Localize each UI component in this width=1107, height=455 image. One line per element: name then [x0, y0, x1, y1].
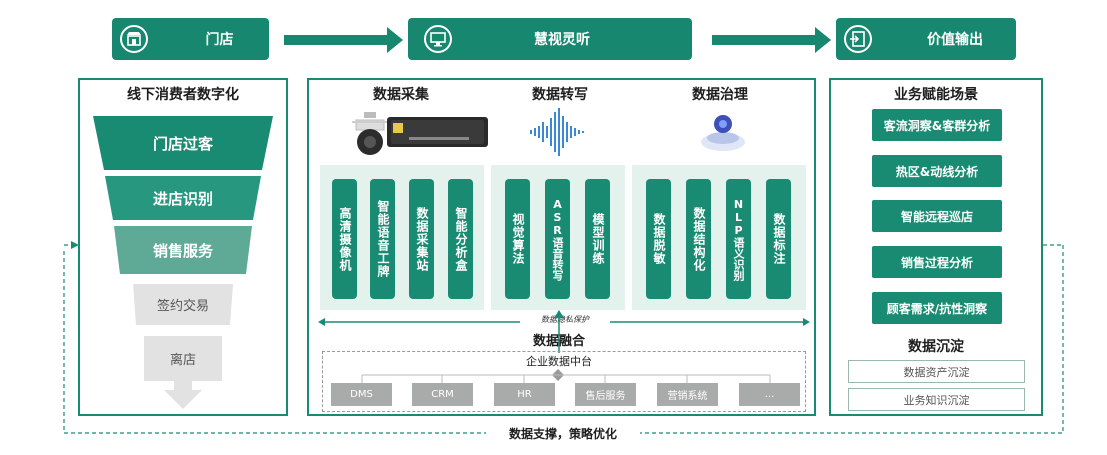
arrow-1-head [387, 27, 403, 53]
arrow-2-head [815, 27, 831, 53]
collect-item-analysis-box: 智能分析盒 [448, 179, 473, 299]
pill-text: NLP语义识别 [732, 197, 745, 281]
govern-item-nlp: NLP语义识别 [726, 179, 751, 299]
pill-text: 数据标注 [772, 213, 786, 265]
scenario-heatmap: 热区&动线分析 [872, 155, 1002, 187]
monitor-icon [424, 25, 452, 53]
transcribe-item-vision: 视觉算法 [505, 179, 530, 299]
collect-item-camera: 高清摄像机 [332, 179, 357, 299]
scenario-remote-patrol: 智能远程巡店 [872, 200, 1002, 232]
pill-text: 高清摄像机 [338, 206, 352, 272]
transcribe-item-asr: ASR语音转写 [545, 179, 570, 299]
collection-station-image [387, 117, 488, 147]
pill-text: 模型训练 [591, 213, 605, 265]
pill-text: 数据采集站 [415, 206, 429, 272]
pill-text: 数据脱敏 [652, 213, 666, 265]
pill-text: 视觉算法 [511, 213, 525, 265]
scenario-sales-process: 销售过程分析 [872, 246, 1002, 278]
system-dms: DMS [331, 383, 392, 406]
system-more: ... [739, 383, 800, 406]
funnel-stage-3: 销售服务 [152, 241, 213, 260]
sediment-title: 数据沉淀 [908, 339, 964, 355]
platform-header: 慧视灵听 [408, 18, 692, 60]
funnel-stage-1: 门店过客 [152, 134, 213, 153]
feedback-label: 数据支撑，策略优化 [486, 425, 640, 442]
pill-text: 智能语音工牌 [376, 200, 390, 278]
left-panel-title: 线下消费者数字化 [127, 87, 239, 103]
system-marketing: 营销系统 [657, 383, 718, 406]
funnel-down-arrow [164, 381, 202, 409]
govern-item-structure: 数据结构化 [686, 179, 711, 299]
data-governance-image [701, 115, 745, 151]
system-hr: HR [494, 383, 555, 406]
pill-text: ASR语音转写 [551, 197, 564, 281]
scenario-customer-flow: 客流洞察&客群分析 [872, 109, 1002, 141]
value-header: 价值输出 [836, 18, 1016, 60]
collect-item-badge: 智能语音工牌 [370, 179, 395, 299]
sediment-data-assets: 数据资产沉淀 [848, 360, 1025, 383]
scenario-customer-needs: 顾客需求/抗性洞察 [872, 292, 1002, 324]
store-icon [120, 25, 148, 53]
data-center-label: 企业数据中台 [500, 353, 618, 369]
funnel-stage-1-shape [93, 116, 273, 170]
arrow-2 [712, 35, 815, 45]
funnel-stage-2: 进店识别 [152, 189, 213, 208]
transcribe-title: 数据转写 [532, 87, 588, 103]
govern-item-desensitize: 数据脱敏 [646, 179, 671, 299]
audio-wave-image [530, 108, 584, 156]
output-icon [844, 25, 872, 53]
sediment-business-knowledge: 业务知识沉淀 [848, 388, 1025, 411]
system-crm: CRM [412, 383, 473, 406]
arrow-1 [284, 35, 387, 45]
store-header: 门店 [112, 18, 269, 60]
pill-text: 智能分析盒 [454, 206, 468, 272]
camera-image [352, 112, 388, 155]
collect-title: 数据采集 [373, 87, 429, 103]
collect-item-station: 数据采集站 [409, 179, 434, 299]
funnel-stage-5: 离店 [169, 353, 196, 368]
privacy-label: 数据隐私保护 [520, 314, 610, 325]
store-header-label: 门店 [205, 32, 234, 48]
right-panel-title: 业务赋能场景 [894, 87, 978, 103]
system-after-sales: 售后服务 [575, 383, 636, 406]
platform-header-label: 慧视灵听 [534, 32, 590, 48]
govern-item-label: 数据标注 [766, 179, 791, 299]
funnel-stage-2-shape [105, 176, 261, 220]
transcribe-item-model: 模型训练 [585, 179, 610, 299]
govern-title: 数据治理 [692, 87, 748, 103]
pill-text: 数据结构化 [692, 206, 706, 272]
funnel-stage-4: 签约交易 [156, 299, 209, 314]
system-connectors [361, 369, 771, 384]
value-header-label: 价值输出 [927, 32, 983, 48]
fusion-label: 数据融合 [532, 334, 585, 349]
